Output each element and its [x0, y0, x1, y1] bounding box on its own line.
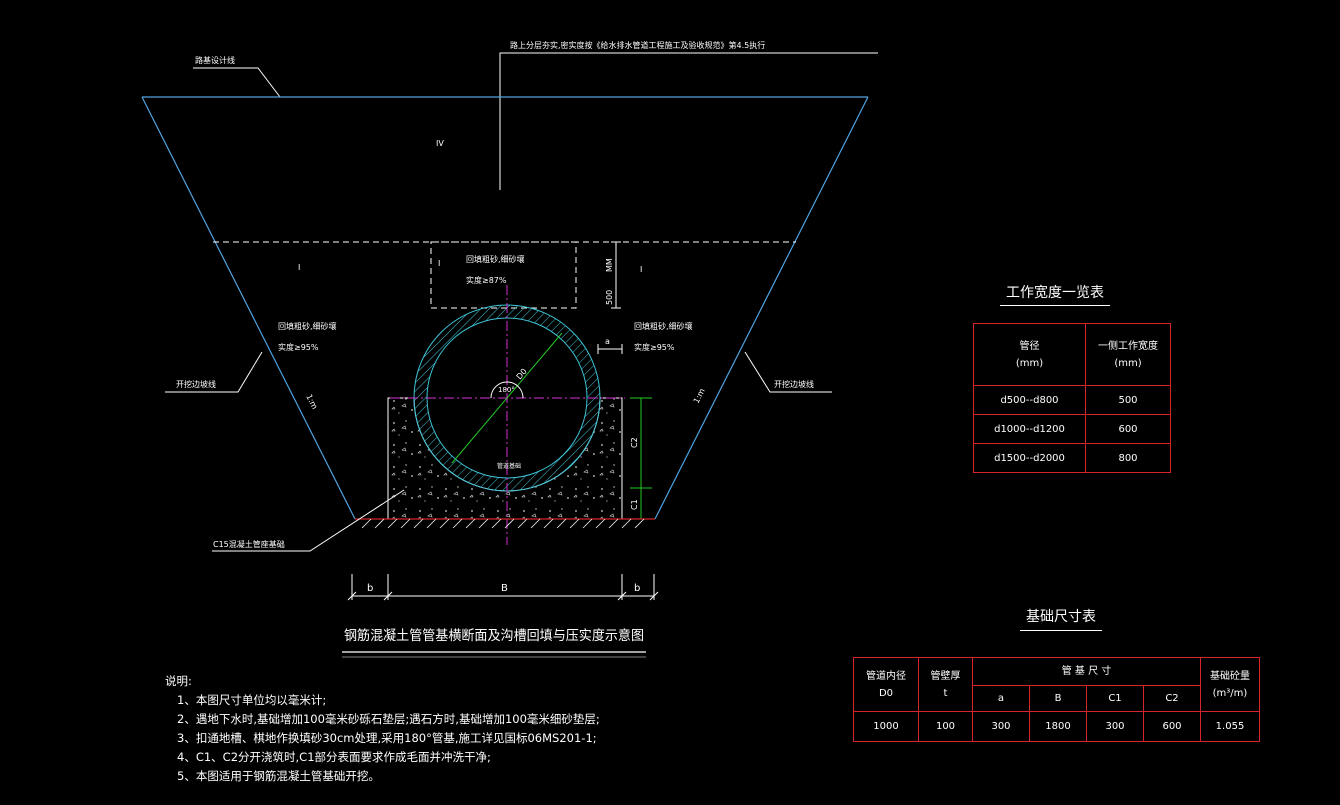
work-width-table: 管径 (mm) 一侧工作宽度 (mm) d500--d800 500 d1000…	[973, 323, 1171, 473]
notes: 说明: 1、本图尺寸单位均以毫米计; 2、遇地下水时,基础增加100毫米砂砾石垫…	[165, 672, 600, 786]
table-cell-range: d1000--d1200	[973, 414, 1086, 444]
label-excavation-right: 开挖边坡线	[774, 379, 814, 389]
dim-bottom	[347, 574, 659, 601]
header-wall: 管壁厚 t	[918, 657, 973, 712]
foundation-title-underline	[1020, 630, 1102, 631]
cell-volume: 1.055	[1200, 711, 1260, 742]
label-pipe-bottom: 管道基础	[497, 462, 521, 470]
header-volume-unit: (m³/m)	[1212, 687, 1248, 699]
zone-i-left-label: I	[298, 263, 300, 272]
label-backfill-right-1: 回填粗砂,细砂壤	[634, 321, 693, 331]
table-header-row: 管道内径 D0 管壁厚 t 管 基 尺 寸 基础砼量 (m³/m)	[853, 657, 1260, 712]
main-title: 钢筋混凝土管管基横断面及沟槽回填与压实度示意图	[344, 627, 644, 644]
label-c2: C2	[630, 437, 639, 448]
table-cell-width: 500	[1085, 385, 1171, 415]
header-a: a	[972, 685, 1030, 712]
cell-a: 300	[972, 711, 1030, 742]
label-dim-mm: MM	[605, 258, 614, 272]
table-row: 1000 100 300 1800 300 600 1.055	[853, 711, 1260, 742]
label-c15: C15混凝土管座基础	[213, 539, 285, 549]
zone-iv-label: IV	[436, 139, 444, 148]
cell-c2: 600	[1143, 711, 1201, 742]
note-item: 2、遇地下水时,基础增加100毫米砂砾石垫层;遇石方时,基础增加100毫米细砂垫…	[177, 712, 600, 726]
pipe-wall	[413, 304, 601, 492]
note-item: 5、本图适用于钢筋混凝土管基础开挖。	[177, 769, 380, 783]
header-base-dim: 管 基 尺 寸	[972, 657, 1201, 686]
label-slope-left: 1:m	[304, 393, 319, 411]
foundation-table: 管道内径 D0 管壁厚 t 管 基 尺 寸 基础砼量 (m³/m) a B C1…	[853, 657, 1260, 742]
zone-i-right-label: I	[640, 265, 642, 274]
foundation-title-text: 基础尺寸表	[1026, 609, 1096, 625]
cell-t: 100	[918, 711, 973, 742]
trench-outline	[141, 96, 869, 520]
foundation-table-title: 基础尺寸表	[1020, 606, 1102, 631]
cell-d0: 1000	[853, 711, 919, 742]
notes-title: 说明:	[165, 674, 192, 688]
zone-center-box	[430, 241, 577, 309]
label-angle: 180°	[498, 386, 515, 394]
label-slope-right: 1:m	[692, 387, 707, 405]
header-inner-diam-label: 管道内径	[866, 670, 906, 682]
top-leaders	[193, 52, 878, 190]
header-volume-label: 基础砼量	[1210, 670, 1250, 682]
label-b-right: b	[634, 583, 640, 594]
header-c1: C1	[1086, 685, 1144, 712]
work-width-title-text: 工作宽度一览表	[1006, 285, 1104, 301]
table-row: d500--d800 500	[973, 385, 1171, 415]
table-row: d1500--d2000 800	[973, 443, 1171, 473]
label-b-big: B	[501, 583, 508, 594]
label-c1: C1	[630, 499, 639, 510]
table-subheader-row: a B C1 C2	[854, 685, 1260, 712]
header-work-width-unit: (mm)	[1114, 357, 1142, 369]
dim-a	[597, 344, 623, 354]
table-cell-range: d500--d800	[973, 385, 1086, 415]
diameter-line	[451, 332, 563, 464]
label-backfill-left-1: 回填粗砂,细砂壤	[278, 321, 337, 331]
header-b: B	[1029, 685, 1087, 712]
label-d0: D0	[515, 367, 529, 381]
label-backfill-right-2: 实度≥95%	[634, 342, 675, 352]
note-item: 3、扣通地槽、棋地作换填砂30cm处理,采用180°管基,施工详见国标06MS2…	[177, 731, 597, 745]
label-road-design-line: 路基设计线	[195, 55, 235, 65]
header-wall-sym: t	[943, 687, 948, 699]
excavation-leaders	[165, 351, 832, 393]
header-wall-label: 管壁厚	[930, 670, 961, 682]
zone-i-center-label: I	[438, 259, 440, 268]
header-work-width-label: 一侧工作宽度	[1098, 340, 1158, 352]
label-backfill-center-1: 回填粗砂,细砂壤	[466, 254, 525, 264]
label-top-note: 路上分层夯实,密实度按《给水排水管道工程施工及验收规范》第4.5执行	[510, 40, 765, 50]
header-pipe-diam-unit: (mm)	[1015, 357, 1044, 369]
table-cell-width: 800	[1085, 443, 1171, 473]
header-c2: C2	[1143, 685, 1201, 712]
label-dim-500: 500	[605, 290, 614, 305]
note-item: 1、本图尺寸单位均以毫米计;	[177, 693, 327, 707]
dim-500	[611, 241, 621, 309]
label-excavation-left: 开挖边坡线	[176, 379, 216, 389]
label-dim-a: a	[605, 337, 610, 346]
header-inner-diam-sym: D0	[878, 687, 894, 699]
table-header-row: 管径 (mm) 一侧工作宽度 (mm)	[973, 323, 1171, 386]
cell-b: 1800	[1029, 711, 1087, 742]
table-row: d1000--d1200 600	[973, 414, 1171, 444]
ground-hatching	[361, 518, 645, 529]
header-volume: 基础砼量 (m³/m)	[1200, 657, 1260, 712]
work-width-title-underline	[1000, 305, 1110, 306]
work-width-table-title: 工作宽度一览表	[1000, 282, 1110, 306]
header-inner-diam: 管道内径 D0	[853, 657, 919, 712]
table-cell-range: d1500--d2000	[973, 443, 1086, 473]
cell-c1: 300	[1086, 711, 1144, 742]
angle-arc	[490, 381, 524, 399]
c15-leader	[212, 489, 405, 552]
label-b-left: b	[367, 583, 373, 594]
label-backfill-center-2: 实度≥87%	[466, 275, 507, 285]
header-work-width: 一侧工作宽度 (mm)	[1085, 323, 1171, 386]
header-pipe-diam-label: 管径	[1019, 340, 1040, 352]
table-cell-width: 600	[1085, 414, 1171, 444]
note-item: 4、C1、C2分开浇筑时,C1部分表面要求作成毛面并冲洗干净;	[177, 750, 491, 764]
header-pipe-diam: 管径 (mm)	[973, 323, 1086, 386]
label-backfill-left-2: 实度≥95%	[278, 342, 319, 352]
